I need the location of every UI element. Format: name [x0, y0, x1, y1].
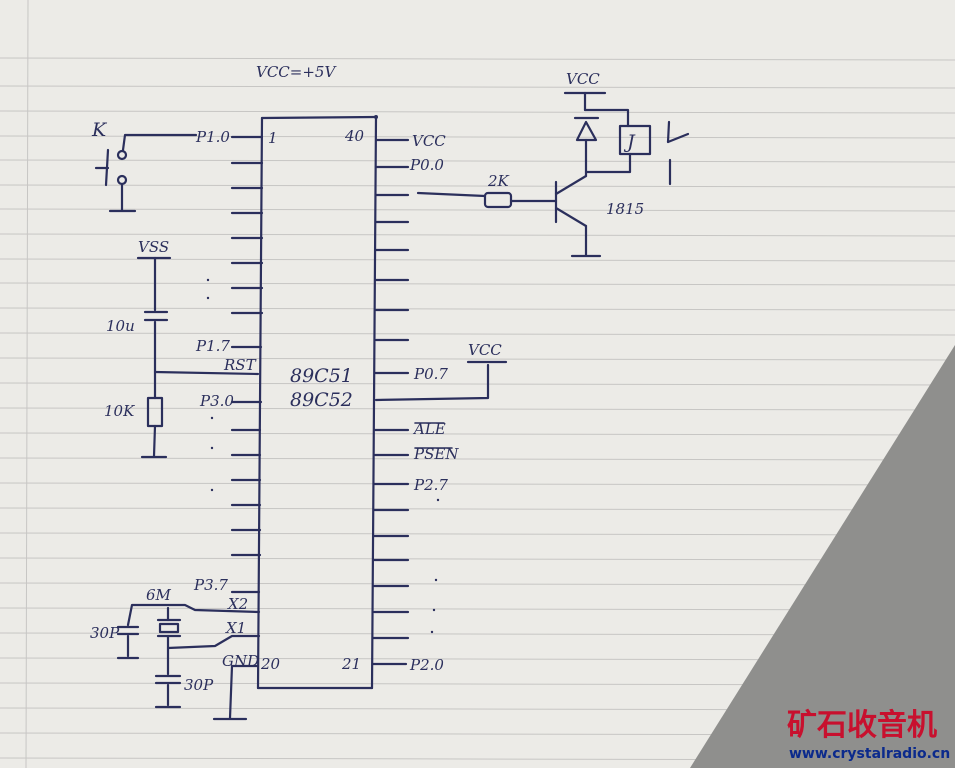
relay-vcc-label: VCC: [566, 70, 600, 88]
supply-label: VCC=+5V: [256, 63, 337, 81]
res-base-label: 2K: [487, 172, 510, 190]
cap-reset-label: 10u: [106, 317, 135, 335]
pin-label-p2-7: P2.7: [413, 476, 448, 494]
pin-label-psen: PSEN: [413, 445, 459, 463]
relay-driver: [416, 91, 690, 258]
mcu-part-a: 89C51: [290, 365, 353, 387]
mcu-pin-1: 1: [268, 129, 278, 147]
res-reset-label: 10K: [104, 402, 135, 420]
pin-label-x2: X2: [227, 595, 248, 613]
paper-shadow: [690, 345, 955, 768]
pin-label-p3-0: P3.0: [199, 392, 234, 410]
pin-label-x1: X1: [225, 619, 246, 637]
left-pin-stubs: [230, 135, 264, 594]
mcu-pin-40: 40: [344, 127, 365, 145]
pin-label-p2-0: P2.0: [409, 656, 444, 674]
vss-label: VSS: [138, 238, 169, 256]
cap-x2-label: 30P: [90, 624, 120, 642]
reset-network: [136, 256, 260, 459]
crystal-oscillator: [116, 603, 261, 709]
cap-x1-label: 30P: [184, 676, 214, 694]
pin-label-p1-7: P1.7: [195, 337, 230, 355]
pin-label-p0-7: P0.7: [413, 365, 448, 383]
relay-label: J: [623, 131, 636, 153]
pin-label-p0-0: P0.0: [409, 156, 444, 174]
pin-label-gnd: GND: [222, 652, 259, 670]
p0-7-pullup: [374, 360, 508, 402]
pin-label-p1-0: P1.0: [195, 128, 230, 146]
transistor-label: 1815: [606, 200, 644, 218]
right-pin-stubs: [371, 138, 410, 666]
continuation-dots: [206, 278, 440, 634]
switch-k-label: K: [91, 119, 108, 141]
mcu-pin-21: 21: [341, 655, 361, 673]
switch-k: [94, 133, 198, 213]
pin-label-ale: ALE: [412, 420, 446, 438]
pin-label-rst: RST: [223, 356, 257, 374]
crystal-label: 6M: [146, 586, 172, 604]
pullup-vcc-label: VCC: [468, 341, 502, 359]
mcu-part-b: 89C52: [290, 389, 353, 411]
mcu-pin-20: 20: [260, 655, 281, 673]
pin-label-vcc: VCC: [412, 132, 446, 150]
ground-connection: [212, 664, 260, 721]
pin-label-p3-7: P3.7: [193, 576, 228, 594]
watermark-url: www.crystalradio.cn: [789, 746, 950, 762]
watermark-site-name: 矿石收音机: [787, 708, 937, 743]
